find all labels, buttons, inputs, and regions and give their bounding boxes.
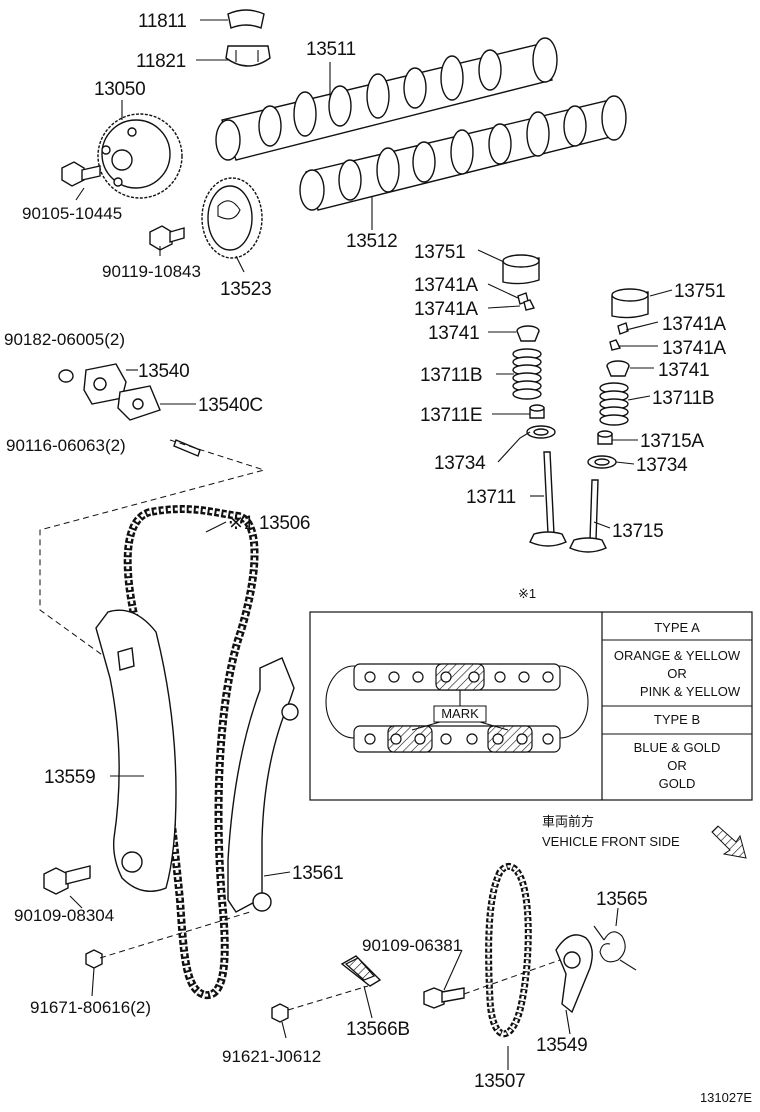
- part-label: 13741A: [662, 338, 726, 359]
- part-label: 90116-06063(2): [6, 436, 126, 455]
- valve-lifter-13751-right: [611, 288, 649, 319]
- bolt-90109-06381: [423, 987, 465, 1009]
- bearing-lower-11821: [225, 45, 271, 67]
- type-b-line3: GOLD: [659, 776, 696, 791]
- valve-keeper-13741a-right-1: [617, 322, 629, 335]
- part-label: 13741A: [414, 275, 478, 296]
- type-b-header: TYPE B: [654, 712, 700, 727]
- part-label: 13715: [612, 521, 663, 542]
- mark-label: MARK: [441, 706, 479, 721]
- nut-90182-06005: [58, 369, 74, 383]
- part-label: 13549: [536, 1035, 587, 1056]
- chain-mark-inset: ※1 MARK TYPE A ORANGE & YELLOW OR PINK &…: [309, 586, 753, 801]
- spring-retainer-13741-right: [606, 360, 630, 377]
- part-label: 13741A: [414, 299, 478, 320]
- valve-spring-13711b-right: [599, 382, 629, 426]
- part-label: 13741: [658, 360, 709, 381]
- stud-90116-06063: [173, 439, 201, 457]
- inset-ref: ※1: [518, 586, 536, 601]
- camshaft-13512: [299, 95, 627, 211]
- bolt-90119-10843: [149, 225, 185, 251]
- part-label: 90109-06381: [362, 936, 462, 955]
- part-label: 13561: [292, 863, 343, 884]
- bolt-90109-08304: [43, 865, 91, 895]
- chain-tensioner-13540: [83, 363, 127, 405]
- part-label: 90109-08304: [14, 906, 114, 925]
- part-label: 13711E: [420, 405, 482, 426]
- part-label: 13512: [346, 231, 397, 252]
- part-label: 13711: [466, 487, 516, 508]
- part-label: 13734: [636, 455, 688, 476]
- part-label: 13711B: [652, 388, 714, 409]
- valve-keeper-13741a-left-2: [523, 299, 536, 311]
- direction-label-en: VEHICLE FRONT SIDE: [542, 834, 680, 849]
- type-a-line3: PINK & YELLOW: [640, 684, 741, 699]
- direction-label-jp: 車両前方: [542, 814, 594, 829]
- type-b-line1: BLUE & GOLD: [634, 740, 721, 755]
- part-label: 91621-J0612: [222, 1047, 321, 1066]
- part-label: 90182-06005(2): [4, 330, 125, 349]
- camshaft-sprocket-13523: [201, 177, 263, 259]
- type-a-line1: ORANGE & YELLOW: [614, 648, 741, 663]
- part-label: 13566B: [346, 1019, 410, 1040]
- vvt-sprocket-13050: [97, 113, 183, 199]
- part-label: 13715A: [640, 431, 704, 452]
- valve-13711: [529, 451, 567, 547]
- valve-keeper-13741a-right-2: [609, 339, 622, 351]
- bolt-91671-80616: [85, 949, 103, 969]
- arrow-down-right-icon: [711, 825, 747, 859]
- part-label: 90119-10843: [102, 262, 201, 281]
- camshaft-13511: [215, 37, 558, 161]
- type-b-line2: OR: [667, 758, 687, 773]
- part-label: 13507: [474, 1071, 525, 1092]
- gasket-13540c: [117, 385, 161, 421]
- part-label: 11821: [136, 51, 186, 72]
- part-label: 11811: [138, 11, 187, 32]
- chain-guide-13559: [95, 609, 177, 892]
- type-a-header: TYPE A: [654, 620, 700, 635]
- part-label: 13559: [44, 767, 95, 788]
- part-label: 13751: [414, 242, 465, 263]
- part-labels: 11811 11821 13511 13050 90105-10445 1351…: [4, 11, 727, 1092]
- leader-lines: [69, 19, 673, 1070]
- part-label: 13540: [138, 361, 189, 382]
- bearing-upper-11811: [227, 9, 265, 29]
- valve-stem-seal-13715a: [597, 430, 613, 445]
- part-label: 13751: [674, 281, 725, 302]
- tensioner-arm-13549: [555, 934, 593, 1014]
- part-label: 13540C: [198, 395, 263, 416]
- tensioner-slipper-13561: [227, 657, 299, 913]
- valve-spring-13711b-left: [512, 348, 542, 400]
- vehicle-front-indicator: 車両前方 VEHICLE FRONT SIDE: [542, 814, 747, 859]
- part-label: 13741A: [662, 314, 726, 335]
- part-label: 13734: [434, 453, 486, 474]
- part-label: 90105-10445: [22, 204, 122, 223]
- part-label: 13741: [428, 323, 479, 344]
- oil-pump-chain-13507: [485, 863, 532, 1038]
- part-label: 13565: [596, 889, 647, 910]
- diagram-code: 131027E: [700, 1090, 752, 1105]
- part-label: 13511: [306, 39, 356, 60]
- chain-damper-13566b: [340, 955, 382, 987]
- part-label: 13523: [220, 279, 271, 300]
- valve-seat-13734-right: [587, 455, 617, 469]
- valve-seat-13734-left: [526, 425, 556, 439]
- bolt-90105-10445: [61, 161, 101, 187]
- part-label: ※1 13506: [228, 513, 310, 534]
- type-a-line2: OR: [667, 666, 687, 681]
- spring-retainer-13741-left: [516, 325, 540, 342]
- part-label: 13050: [94, 79, 145, 100]
- valve-13715: [569, 479, 607, 553]
- part-label: 13711B: [420, 365, 482, 386]
- valve-stem-seal-13711e-left: [529, 404, 545, 419]
- part-label: 91671-80616(2): [30, 998, 151, 1017]
- bolt-91621-j0612: [271, 1003, 289, 1023]
- spring-13565: [593, 925, 637, 971]
- valve-lifter-13751-left: [502, 254, 540, 285]
